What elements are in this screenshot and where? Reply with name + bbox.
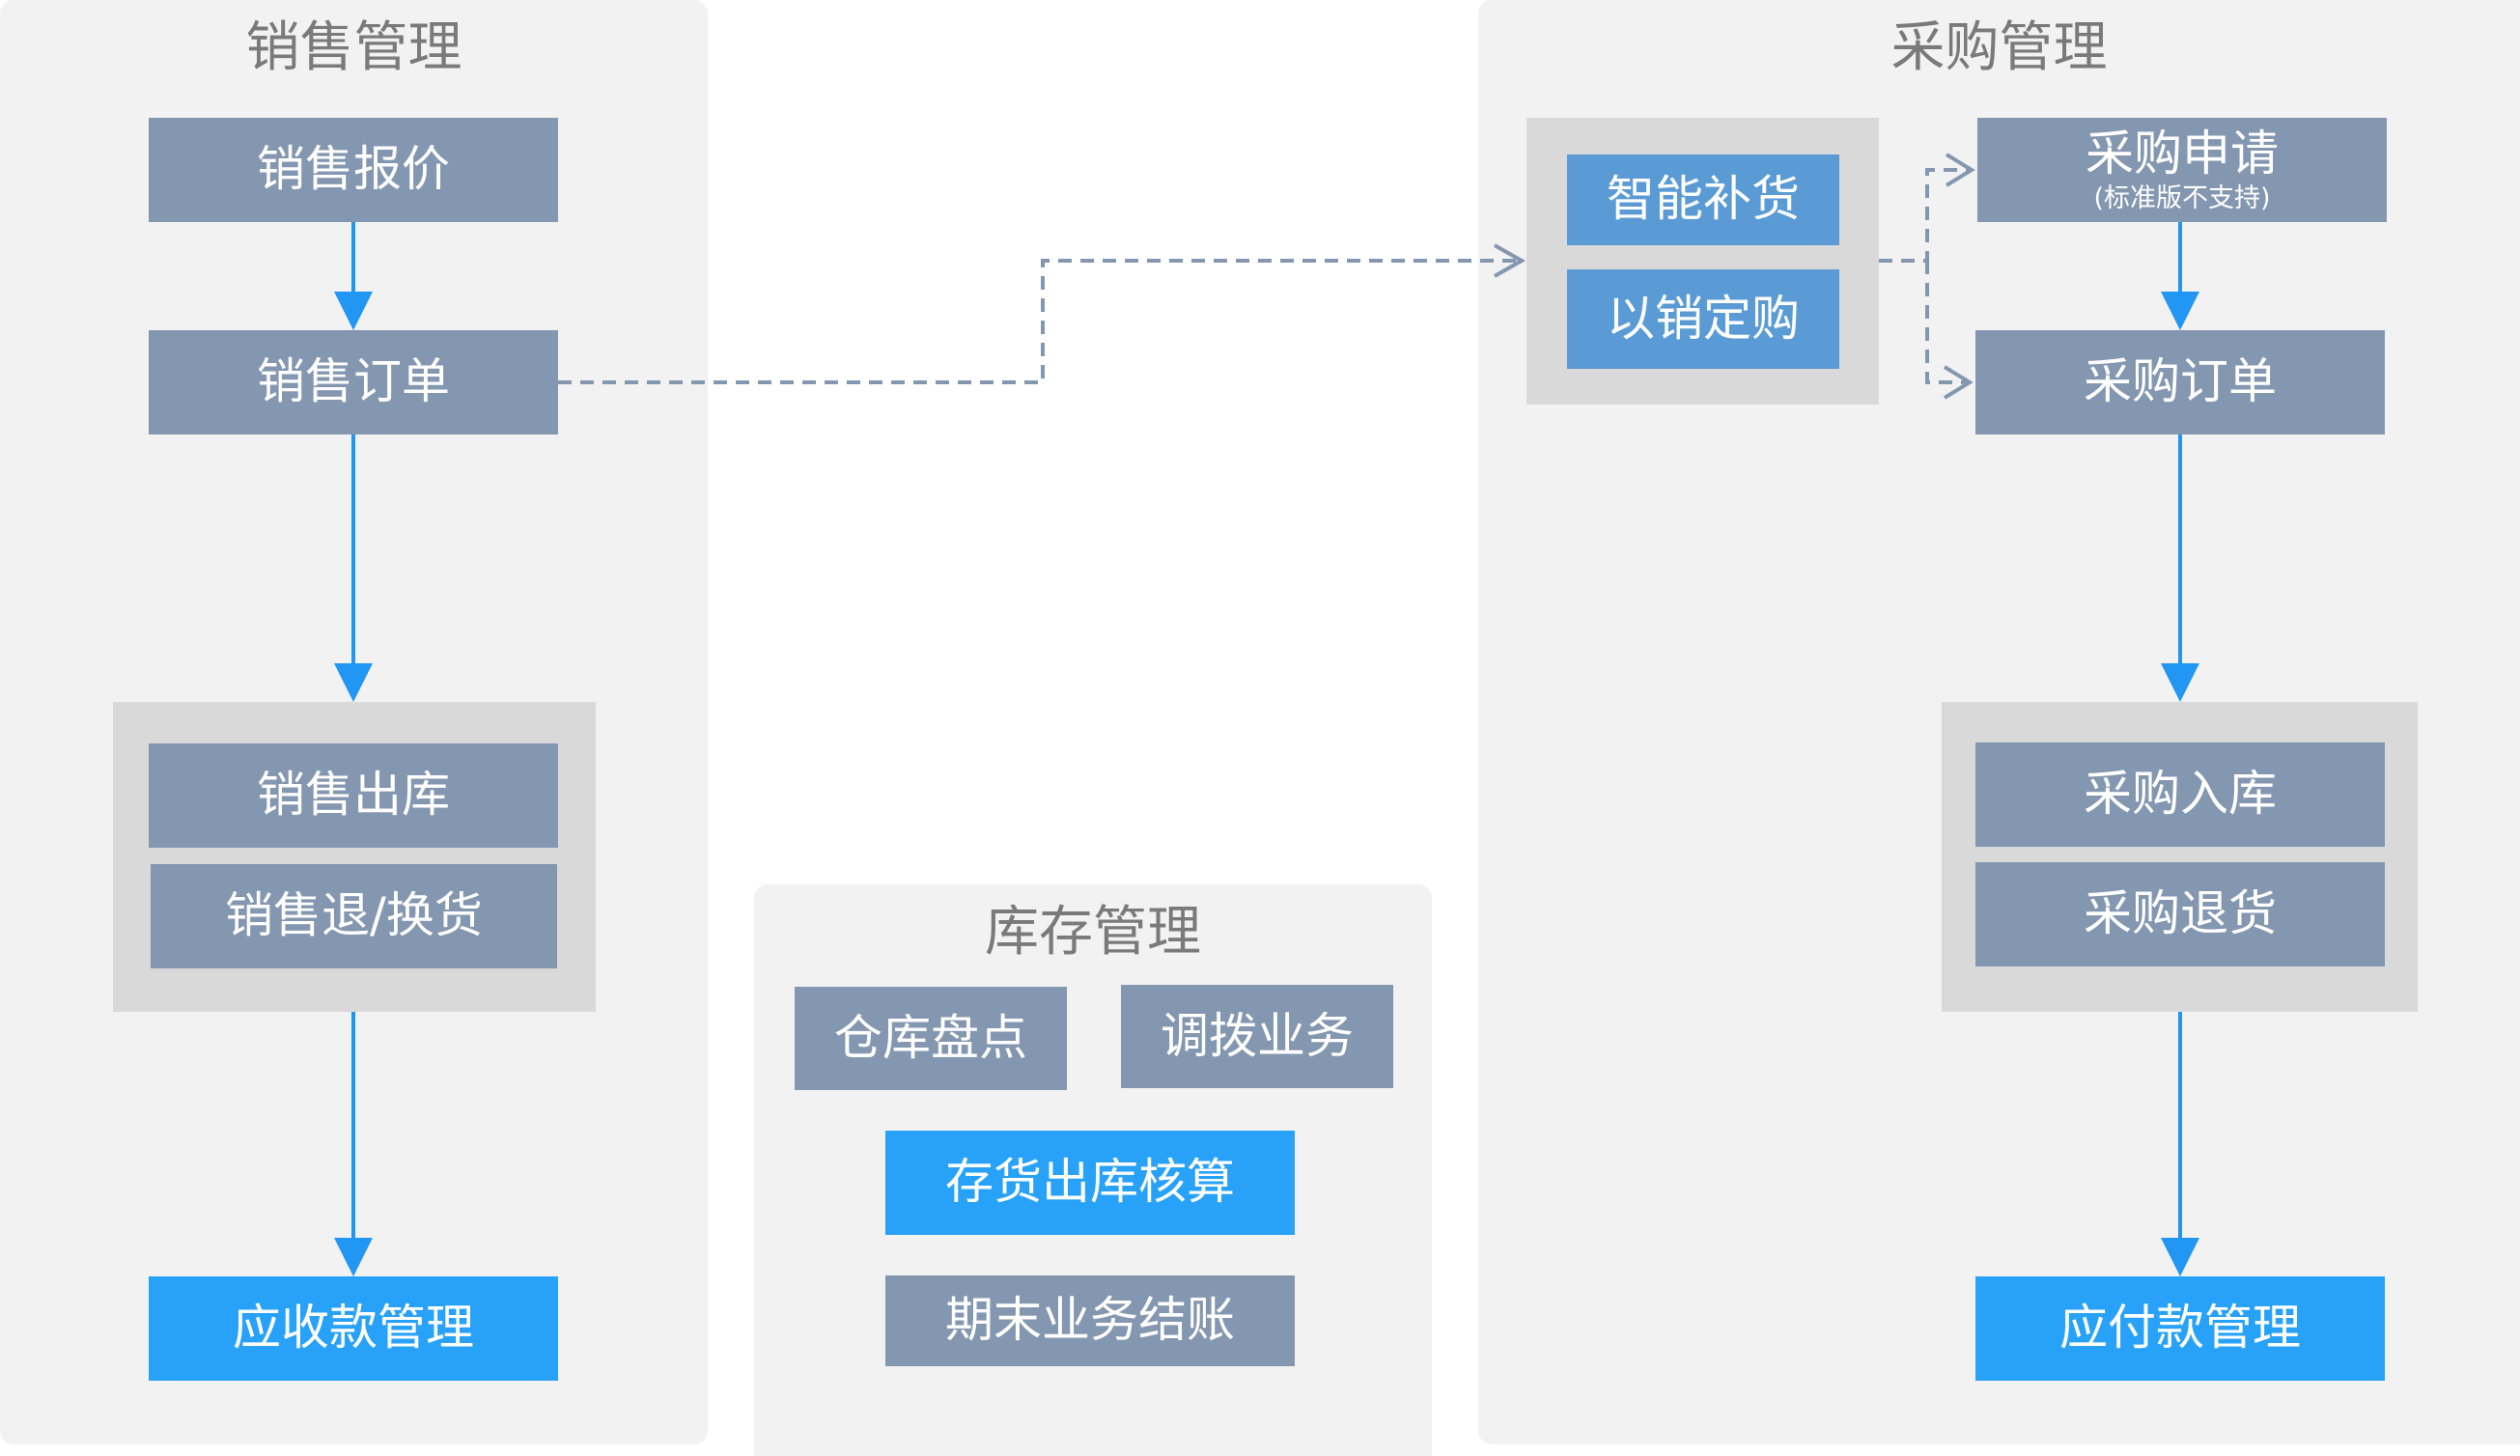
purchase-inbound-label: 采购入库 <box>2084 766 2277 823</box>
accounts-payable-label: 应付款管理 <box>2059 1300 2301 1357</box>
warehouse-stocktake-label: 仓库盘点 <box>834 1009 1027 1066</box>
accounts-receivable-box[interactable]: 应收款管理 <box>149 1276 558 1381</box>
sales-quote-label: 销售报价 <box>257 141 450 198</box>
sales-based-purchase-box[interactable]: 以销定购 <box>1567 269 1839 369</box>
accounts-payable-box[interactable]: 应付款管理 <box>1975 1276 2385 1381</box>
inventory-costing-label: 存货出库核算 <box>945 1154 1235 1211</box>
smart-replenish-box[interactable]: 智能补货 <box>1567 154 1839 245</box>
sales-quote-box[interactable]: 销售报价 <box>149 118 558 222</box>
purchase-order-box[interactable]: 采购订单 <box>1975 330 2385 434</box>
dashed-replenish-to-request <box>1879 168 1971 263</box>
purchase-return-label: 采购退货 <box>2084 885 2277 942</box>
sales-panel-title: 销售管理 <box>245 16 462 79</box>
dashed-replenish-to-order <box>1925 261 1969 384</box>
period-close-box[interactable]: 期末业务结账 <box>885 1275 1295 1366</box>
purchase-request-box[interactable]: 采购申请 (标准版不支持) <box>1977 118 2387 222</box>
inventory-costing-box[interactable]: 存货出库核算 <box>885 1131 1295 1235</box>
dashed-arrowhead-request <box>1945 153 1975 187</box>
purchase-order-label: 采购订单 <box>2084 353 2277 410</box>
purchase-panel-title: 采购管理 <box>1890 16 2108 79</box>
dashed-sales-order-to-replenish <box>558 259 1520 384</box>
sales-outbound-label: 销售出库 <box>257 767 450 824</box>
transfer-business-label: 调拨业务 <box>1161 1007 1354 1064</box>
transfer-business-box[interactable]: 调拨业务 <box>1121 985 1393 1088</box>
sales-order-label: 销售订单 <box>257 353 450 410</box>
accounts-receivable-label: 应收款管理 <box>233 1300 474 1357</box>
purchase-inbound-box[interactable]: 采购入库 <box>1975 742 2385 847</box>
dashed-arrowhead-order <box>1943 365 1974 400</box>
period-close-label: 期末业务结账 <box>945 1292 1235 1349</box>
inventory-panel-title: 库存管理 <box>985 901 1201 964</box>
dashed-arrowhead-replenish <box>1494 243 1526 278</box>
purchase-return-box[interactable]: 采购退货 <box>1975 862 2385 966</box>
sales-return-exchange-label: 销售退/换货 <box>225 887 483 944</box>
purchase-request-note: (标准版不支持) <box>2093 182 2271 213</box>
purchase-request-label: 采购申请 <box>2086 126 2279 182</box>
smart-replenish-label: 智能补货 <box>1607 171 1800 228</box>
sales-outbound-box[interactable]: 销售出库 <box>149 743 558 848</box>
sales-based-purchase-label: 以销定购 <box>1607 290 1800 347</box>
sales-order-box[interactable]: 销售订单 <box>149 330 558 434</box>
warehouse-stocktake-box[interactable]: 仓库盘点 <box>795 987 1067 1090</box>
sales-return-exchange-box[interactable]: 销售退/换货 <box>151 864 557 968</box>
